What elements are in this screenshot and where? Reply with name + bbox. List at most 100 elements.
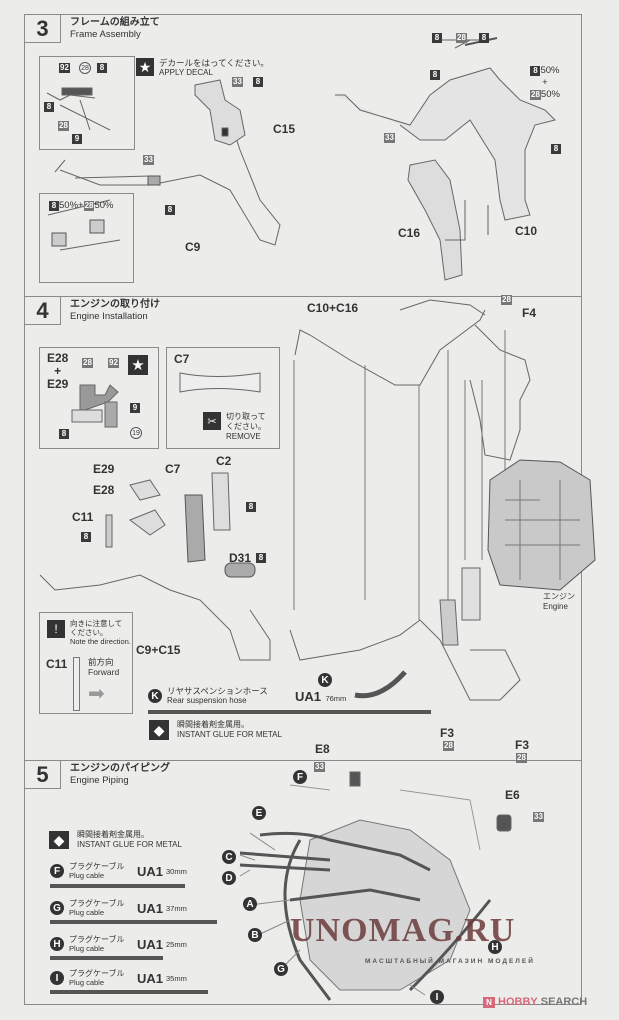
cut-remove-icon: ✂ (203, 412, 221, 430)
mix-percent: 50% (540, 65, 560, 76)
paint-callout: 8 (253, 77, 263, 87)
glue-note-jp: 瞬間接着剤金属用。 (177, 720, 249, 729)
cable-name-jp: プラグケーブル (69, 862, 125, 871)
part-label-d31: D31 (229, 551, 252, 565)
part-label-c9: C9 (185, 240, 201, 254)
mix-plus: + (78, 200, 84, 211)
cable-letter-e: E (252, 806, 266, 820)
paint-callout: 28 (501, 295, 512, 305)
cable-letter-i: I (430, 990, 444, 1004)
part-label-f3: F3 (440, 726, 455, 740)
cable-item: H プラグケーブル Plug cable UA1 25mm (50, 935, 250, 969)
page-bottom-border (24, 1004, 581, 1005)
part-label: E28 (47, 351, 69, 365)
paint-callout-circle: 19 (130, 427, 142, 439)
hose-length-bar (148, 710, 431, 714)
remove-note-jp: 切り取って (226, 412, 266, 421)
material-code: UA1 (137, 863, 164, 879)
glue-note-en: INSTANT GLUE FOR METAL (177, 730, 282, 739)
part-label-c11: C11 (46, 657, 68, 671)
paint-callout: 8 (256, 553, 266, 563)
caution-icon: ! (47, 620, 65, 638)
forward-label-en: Forward (88, 667, 120, 677)
forward-arrow-icon: ➡ (88, 683, 105, 705)
paint-callout: 28 (82, 358, 93, 368)
paint-callout: 8 (49, 201, 59, 211)
hobby-search-logo-icon: N (483, 996, 495, 1008)
rear-suspension-hose (354, 670, 407, 699)
step-number: 5 (24, 760, 61, 789)
mix-percent: 50% (94, 200, 114, 211)
paint-callout: 33 (533, 812, 544, 822)
paint-callout: 8 (432, 33, 442, 43)
paint-callout: 9 (72, 134, 82, 144)
decal-note-en: APPLY DECAL (159, 68, 213, 77)
step-divider (24, 760, 581, 761)
step-title-jp: エンジンの取り付け (70, 298, 160, 310)
part-c15-drawing (194, 79, 246, 146)
hose-letter-k: K (148, 689, 162, 703)
cable-name-jp: プラグケーブル (69, 935, 125, 944)
part-label-c10: C10 (515, 224, 538, 238)
hose-letter-k: K (318, 673, 332, 687)
hose-name-en: Rear suspension hose (167, 696, 247, 705)
step-title-en: Frame Assembly (70, 28, 141, 40)
paint-callout: 8 (246, 502, 256, 512)
step-title-en: Engine Piping (70, 774, 129, 786)
material-code: UA1 (295, 689, 322, 704)
cable-name-en: Plug cable (69, 908, 105, 917)
paint-callout: 8 (165, 205, 175, 215)
hose-name-jp: リヤサスペンションホース (167, 686, 268, 696)
part-d31-drawing (224, 562, 256, 578)
engine-label: エンジン Engine (543, 592, 575, 612)
hobby-search-watermark: N HOBBY SEARCH (483, 996, 587, 1008)
step-3-header: 3 フレームの組み立て Frame Assembly (24, 14, 160, 43)
part-c7-on-frame (439, 599, 459, 646)
paint-callout: 28 (530, 90, 541, 100)
paint-callout: 92 (59, 63, 70, 73)
paint-callout: 9 (130, 403, 140, 413)
step-number: 3 (24, 14, 61, 43)
plus-sign: + (54, 364, 62, 378)
direction-note-en: Note the direction. (70, 637, 131, 646)
paint-callout: 33 (314, 762, 325, 772)
material-code: UA1 (137, 970, 164, 986)
engine-piping-drawing (299, 819, 471, 991)
mix-percent: 50% (59, 200, 79, 211)
part-label-c15: C15 (273, 122, 296, 136)
cable-name-en: Plug cable (69, 871, 105, 880)
engine-drawing (487, 459, 596, 591)
part-label: E29 (47, 377, 69, 391)
cable-length: 30mm (166, 866, 187, 876)
part-e29-drawing (129, 479, 161, 501)
remove-note-en: REMOVE (226, 432, 261, 441)
cable-letter: G (50, 901, 64, 915)
cable-letter: I (50, 971, 64, 985)
hose-length: 76mm (325, 694, 347, 703)
material-code: UA1 (137, 936, 164, 952)
detail-inset-bracket: 92 28 8 8 28 9 (39, 56, 135, 150)
instant-glue-note: ◆ 瞬間接着剤金属用。 INSTANT GLUE FOR METAL (49, 830, 182, 850)
part-c11-diagram (73, 657, 80, 711)
cable-letter-a: A (243, 897, 257, 911)
cable-name-en: Plug cable (69, 944, 105, 953)
cable-letter: H (50, 937, 64, 951)
frame-c9-drawing (59, 119, 281, 246)
direction-note-inset: ! 向きに注意して ください。 Note the direction. C11 … (39, 612, 133, 714)
step-4-header: 4 エンジンの取り付け Engine Installation (24, 296, 160, 325)
paint-callout: 8 (530, 66, 541, 76)
paint-callout: 28 (58, 121, 69, 131)
cable-letter-d: D (222, 871, 236, 885)
paint-callout: 8 (479, 33, 489, 43)
step-divider (24, 296, 581, 297)
cable-letter: F (50, 864, 64, 878)
part-label-c16: C16 (398, 226, 421, 240)
step-title-en: Engine Installation (70, 310, 148, 322)
cable-length-bar (50, 920, 217, 924)
star-decal-icon: ★ (128, 355, 148, 375)
instant-glue-note: ◆ 瞬間接着剤金属用。 INSTANT GLUE FOR METAL (149, 720, 282, 740)
paint-callout: 33 (143, 155, 154, 165)
part-label-c2: C2 (216, 454, 232, 468)
